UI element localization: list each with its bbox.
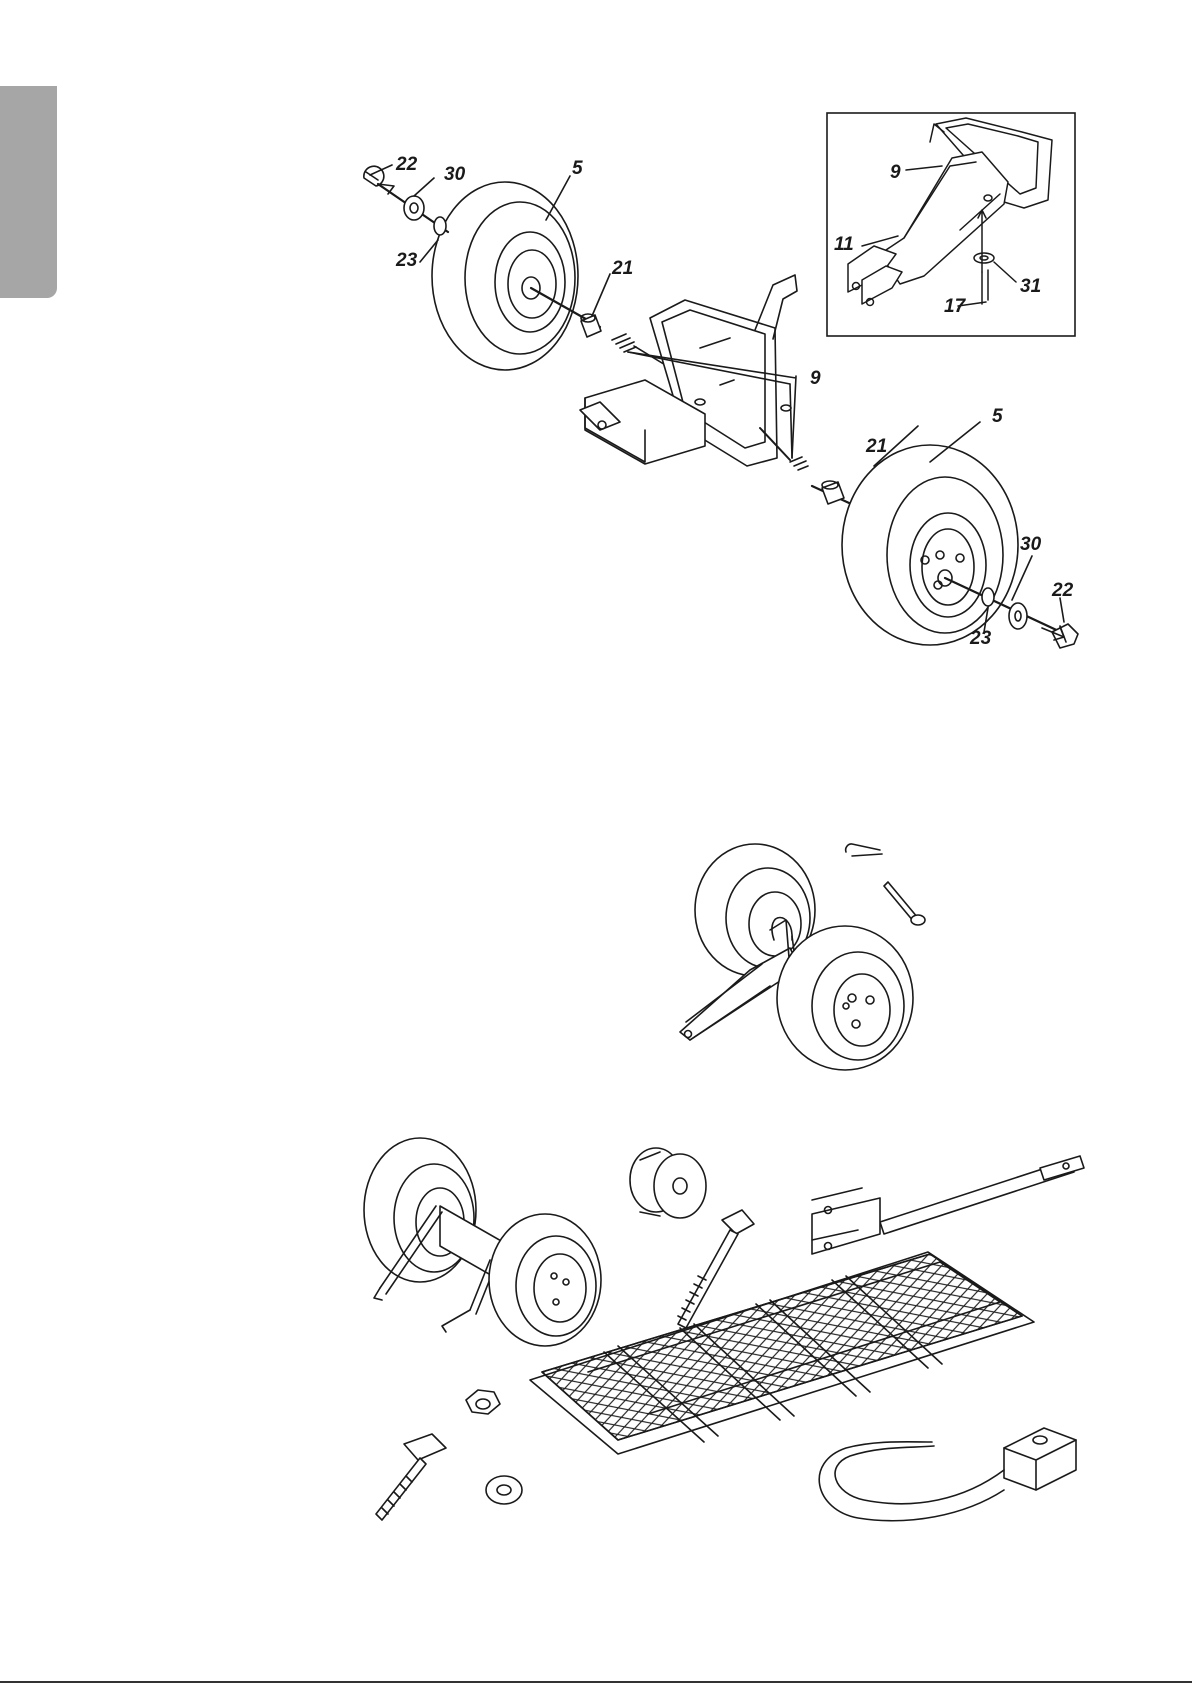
pulley [630,1148,706,1218]
footer-rule [0,1681,1192,1683]
wheel-axle-assembly [364,1138,601,1346]
mesh-deck [530,1252,1034,1454]
flat-washer [486,1476,522,1504]
parts-layout-diagram [0,0,1192,1600]
pull-handle [819,1428,1076,1521]
t-bolt [376,1434,446,1520]
tongue-bar [812,1156,1084,1254]
hex-nut [466,1390,500,1414]
